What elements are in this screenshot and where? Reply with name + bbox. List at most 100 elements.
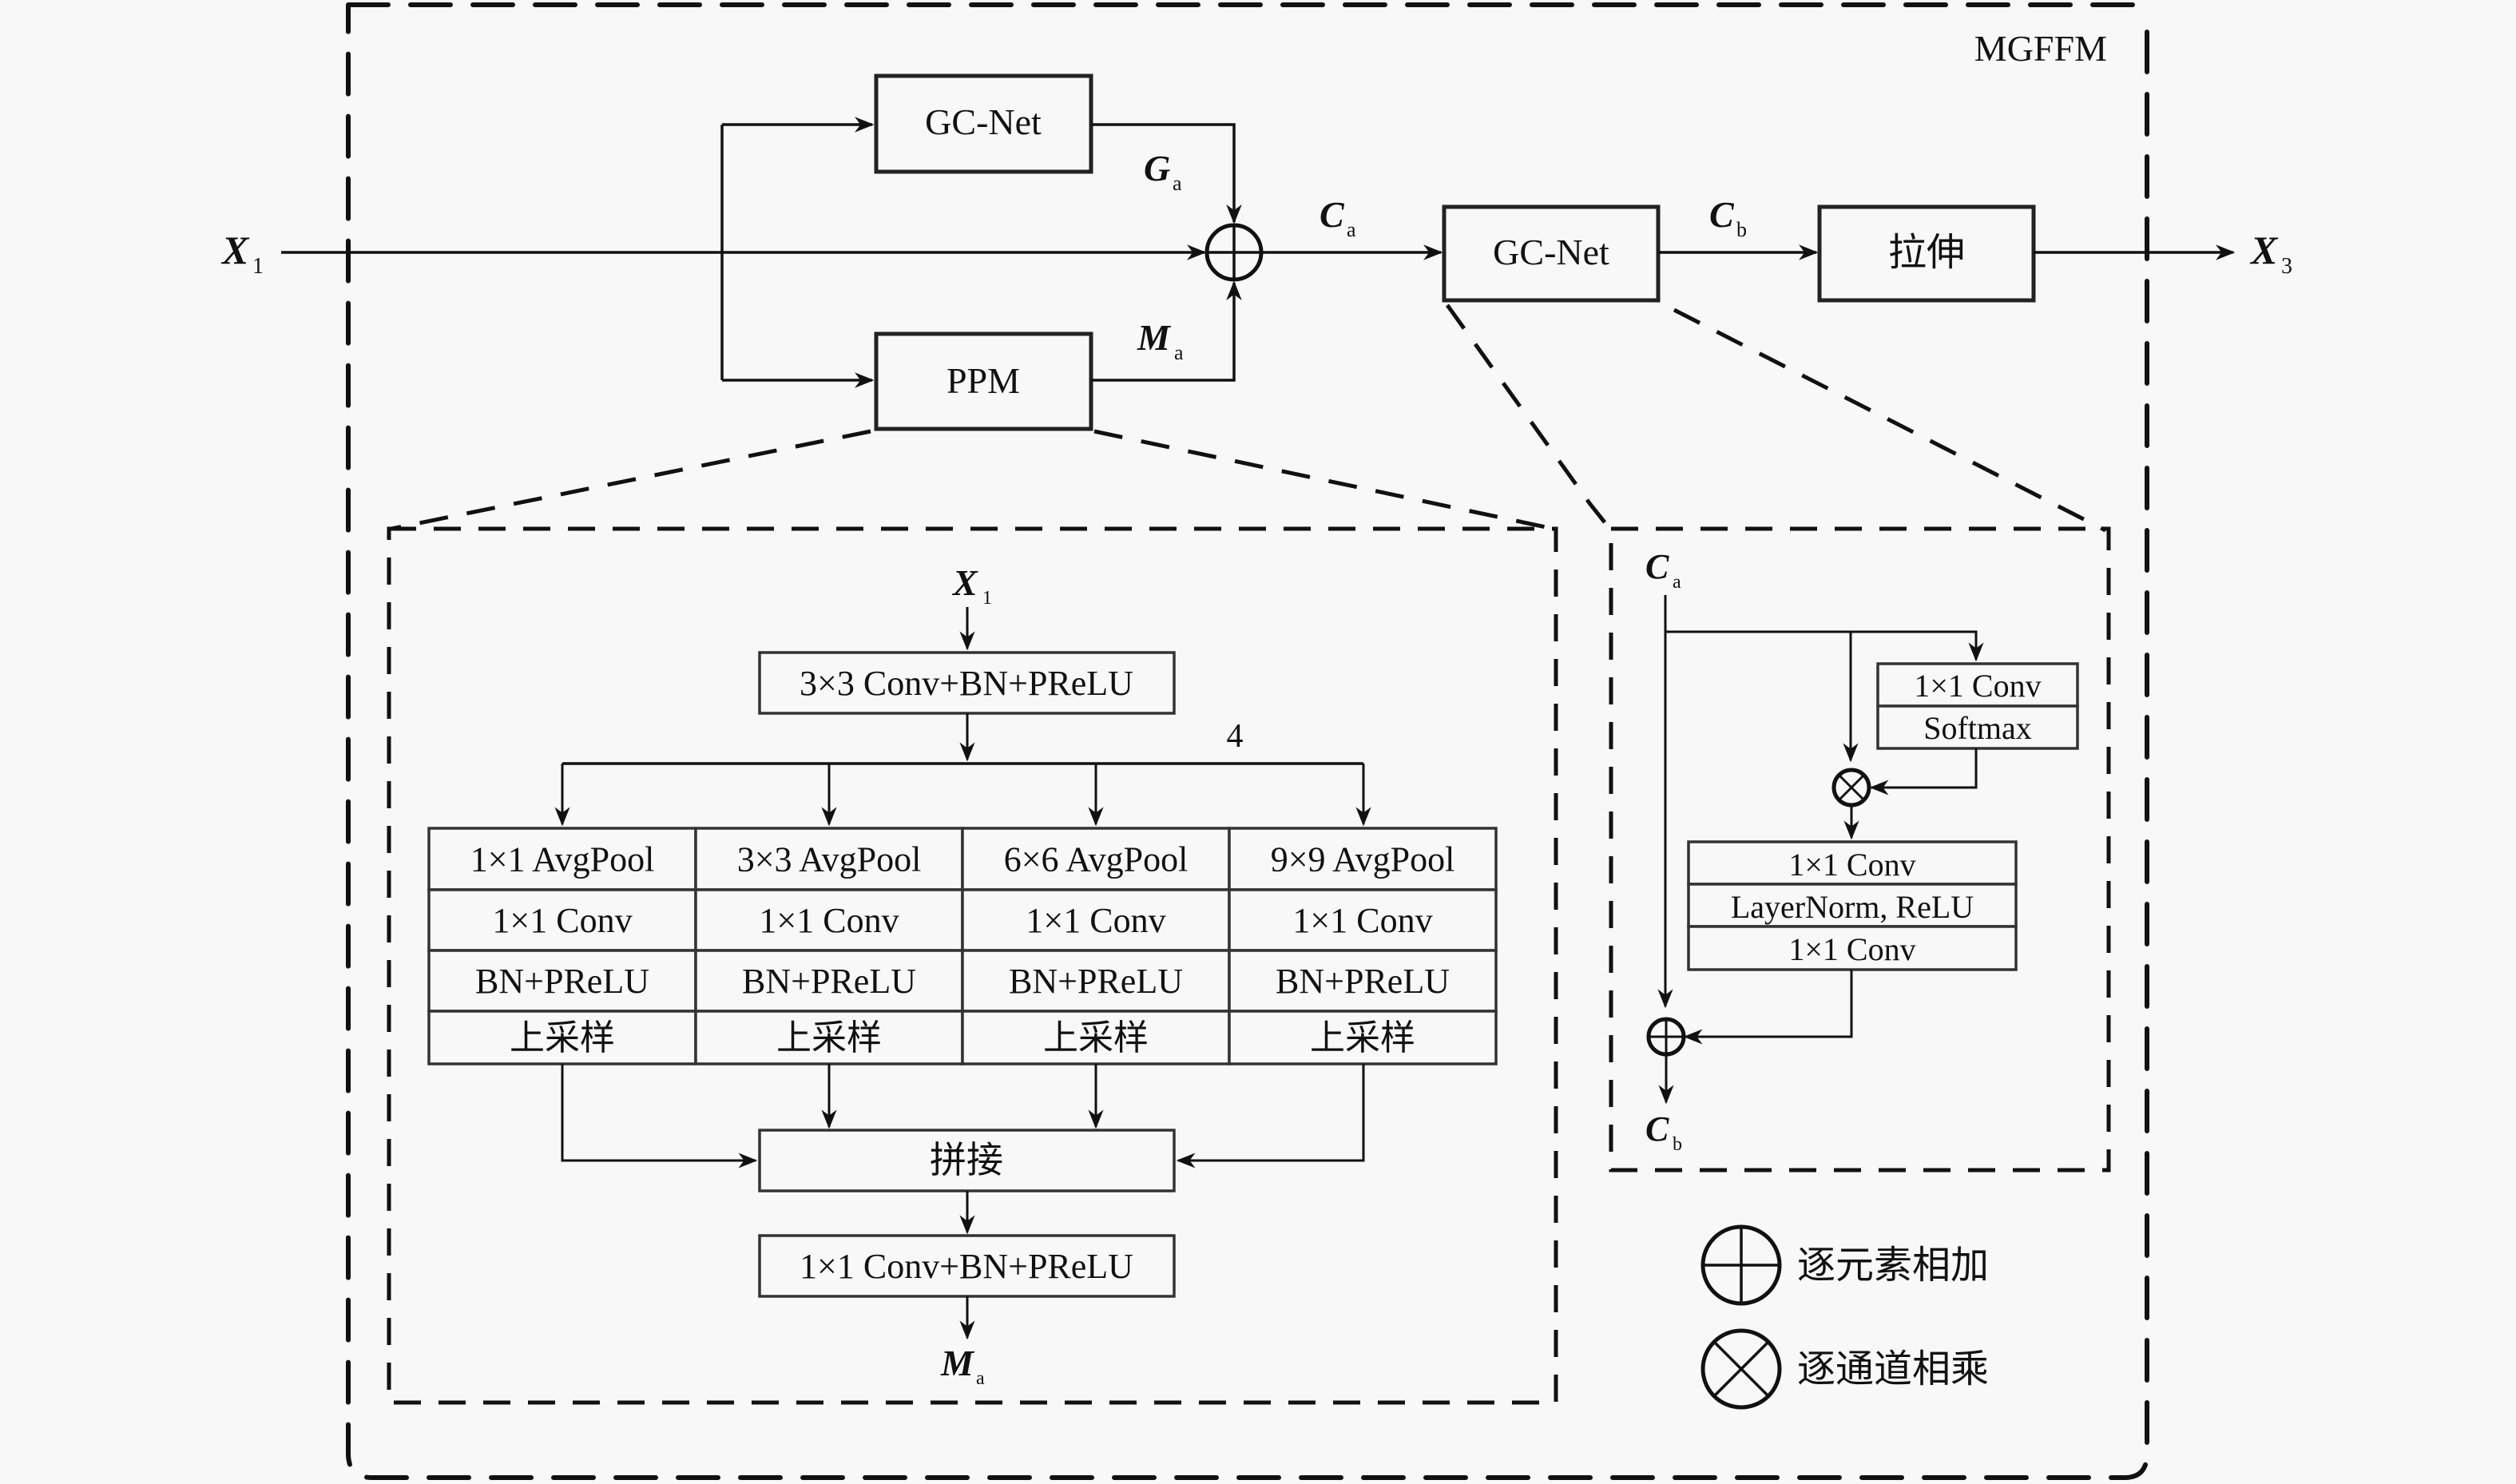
ppm-branch-pool-label: 6×6 AvgPool bbox=[1004, 840, 1189, 879]
svg-text:b: b bbox=[1673, 1134, 1682, 1155]
ppm-branch-cell-up[interactable]: 上采样 bbox=[427, 1010, 697, 1065]
ppm-branch-cell-act[interactable]: BN+PReLU bbox=[694, 949, 964, 1013]
svg-text:X: X bbox=[951, 562, 978, 603]
ppm-branch-conv-label: 1×1 Conv bbox=[1292, 901, 1432, 940]
ppm-branch-up-label: 上采样 bbox=[776, 1018, 882, 1057]
svg-text:a: a bbox=[1347, 218, 1356, 241]
gc-transform-to-add bbox=[1683, 970, 1853, 1045]
ppm-branch-cell-up[interactable]: 上采样 bbox=[961, 1010, 1231, 1065]
ppm-detail-frame bbox=[387, 526, 1558, 1405]
svg-text:M: M bbox=[1137, 317, 1172, 358]
concat-block[interactable]: 拼接 bbox=[758, 1129, 1176, 1192]
ppm-branch-act-label: BN+PReLU bbox=[475, 962, 649, 1001]
ma-label: M a bbox=[1137, 317, 1184, 364]
branch-count-label: 4 bbox=[1227, 718, 1244, 755]
ppm-branch-cell-act[interactable]: BN+PReLU bbox=[1228, 949, 1498, 1013]
legend-add-label: 逐元素相加 bbox=[1797, 1244, 1989, 1287]
gc-context-block[interactable]: 1×1 Conv Softmax bbox=[1876, 662, 2079, 750]
gcnet-mid-label: GC-Net bbox=[1493, 232, 1609, 272]
legend-multiply-label: 逐通道相乘 bbox=[1797, 1348, 1989, 1391]
gc-context-conv-label: 1×1 Conv bbox=[1914, 668, 2041, 704]
gc-transform-conv1-label: 1×1 Conv bbox=[1788, 847, 1915, 883]
ppm-branch-cell-up[interactable]: 上采样 bbox=[1228, 1010, 1498, 1065]
gc-transform-conv2-label: 1×1 Conv bbox=[1788, 931, 1915, 967]
ppm-branch-cell-conv[interactable]: 1×1 Conv bbox=[1228, 888, 1498, 952]
ma-path bbox=[1091, 280, 1242, 382]
ga-path bbox=[1091, 123, 1242, 224]
legend-item-multiply: 逐通道相乘 bbox=[1700, 1328, 1989, 1410]
ppm-branch-act-label: BN+PReLU bbox=[1009, 962, 1183, 1001]
channel-multiply-icon bbox=[1831, 768, 1871, 807]
ppm-branch-up-label: 上采样 bbox=[1310, 1018, 1415, 1057]
stretch-label: 拉伸 bbox=[1888, 232, 1965, 274]
gc-output-cb-label: C b bbox=[1645, 1109, 1682, 1155]
svg-text:C: C bbox=[1320, 194, 1345, 235]
branch-out-arrow bbox=[1176, 1064, 1365, 1169]
svg-text:G: G bbox=[1144, 148, 1170, 188]
ppm-branch-act-label: BN+PReLU bbox=[742, 962, 916, 1001]
mgffm-outer-frame bbox=[346, 2, 2149, 1480]
ppm-branch-cell-conv[interactable]: 1×1 Conv bbox=[961, 888, 1231, 952]
svg-text:X: X bbox=[2249, 228, 2279, 272]
svg-text:3: 3 bbox=[2281, 254, 2292, 279]
output-x3-label: X 3 bbox=[2249, 228, 2292, 279]
legend: 逐元素相加 逐通道相乘 bbox=[1700, 1224, 1989, 1410]
svg-text:a: a bbox=[976, 1368, 985, 1389]
ppm-branch-cell-act[interactable]: BN+PReLU bbox=[961, 949, 1231, 1013]
ppm-input-x1-label: X 1 bbox=[951, 562, 992, 609]
ppm-branch-cell-up[interactable]: 上采样 bbox=[694, 1010, 964, 1065]
gc-transform-ln-label: LayerNorm, ReLU bbox=[1731, 889, 1974, 925]
ga-label: G a bbox=[1144, 148, 1182, 195]
svg-text:C: C bbox=[1645, 1109, 1669, 1149]
ppm-branch-up-label: 上采样 bbox=[510, 1018, 615, 1057]
ppm-branch-cell-conv[interactable]: 1×1 Conv bbox=[694, 888, 964, 952]
ppm-output-ma-label: M a bbox=[940, 1343, 985, 1389]
ppm-branch-cell-conv[interactable]: 1×1 Conv bbox=[427, 888, 697, 952]
ppm-branch-cell-pool[interactable]: 9×9 AvgPool bbox=[1228, 827, 1498, 891]
ppm-branch-act-label: BN+PReLU bbox=[1276, 962, 1450, 1001]
module-label: MGFFM bbox=[1974, 28, 2107, 69]
svg-text:b: b bbox=[1736, 218, 1747, 241]
ppm-branch-pool-label: 1×1 AvgPool bbox=[470, 840, 655, 879]
gcnet-zoom-connector-right bbox=[1673, 308, 2107, 533]
legend-item-add: 逐元素相加 bbox=[1700, 1224, 1989, 1306]
ppm-branch-cell-pool[interactable]: 3×3 AvgPool bbox=[694, 827, 964, 891]
ppm-first-block-label: 3×3 Conv+BN+PReLU bbox=[800, 664, 1133, 703]
ppm-label: PPM bbox=[946, 360, 1020, 401]
ppm-zoom-connector-right bbox=[1093, 429, 1554, 531]
gcnet-top-label: GC-Net bbox=[925, 101, 1042, 142]
ppm-branch-conv-label: 1×1 Conv bbox=[759, 901, 899, 940]
gc-top-bus bbox=[1665, 630, 1984, 662]
ppm-branch-cell-pool[interactable]: 6×6 AvgPool bbox=[961, 827, 1231, 891]
ppm-final-block-label: 1×1 Conv+BN+PReLU bbox=[800, 1247, 1133, 1286]
gcnet-zoom-connector-left bbox=[1445, 304, 1613, 532]
svg-text:C: C bbox=[1645, 547, 1669, 586]
gcnet-top-block[interactable]: GC-Net bbox=[874, 73, 1093, 174]
ppm-block[interactable]: PPM bbox=[874, 331, 1093, 431]
ppm-first-block[interactable]: 3×3 Conv+BN+PReLU bbox=[758, 651, 1176, 715]
ppm-branch-pool-label: 3×3 AvgPool bbox=[737, 840, 922, 879]
input-x1-label: X 1 bbox=[220, 228, 264, 279]
ppm-final-block[interactable]: 1×1 Conv+BN+PReLU bbox=[758, 1234, 1176, 1298]
stretch-block[interactable]: 拉伸 bbox=[1817, 204, 2036, 303]
svg-text:C: C bbox=[1709, 194, 1735, 235]
gc-elementwise-add-icon bbox=[1646, 1017, 1686, 1057]
ppm-branch-conv-label: 1×1 Conv bbox=[492, 901, 632, 940]
gcnet-detail-frame bbox=[1609, 526, 2111, 1173]
ppm-branch-cell-act[interactable]: BN+PReLU bbox=[427, 949, 697, 1013]
otimes-legend-icon bbox=[1700, 1328, 1782, 1410]
gc-transform-block[interactable]: 1×1 Conv LayerNorm, ReLU 1×1 Conv bbox=[1687, 840, 2018, 971]
svg-text:a: a bbox=[1174, 341, 1184, 364]
gcnet-mid-block[interactable]: GC-Net bbox=[1442, 204, 1661, 303]
gc-input-ca-label: C a bbox=[1645, 547, 1681, 593]
cb-label: C b bbox=[1709, 194, 1747, 241]
svg-text:M: M bbox=[940, 1343, 975, 1383]
ca-label: C a bbox=[1320, 194, 1356, 241]
branch-out-arrow bbox=[561, 1064, 758, 1169]
ppm-branch-cell-pool[interactable]: 1×1 AvgPool bbox=[427, 827, 697, 891]
ppm-branch-conv-label: 1×1 Conv bbox=[1026, 901, 1165, 940]
